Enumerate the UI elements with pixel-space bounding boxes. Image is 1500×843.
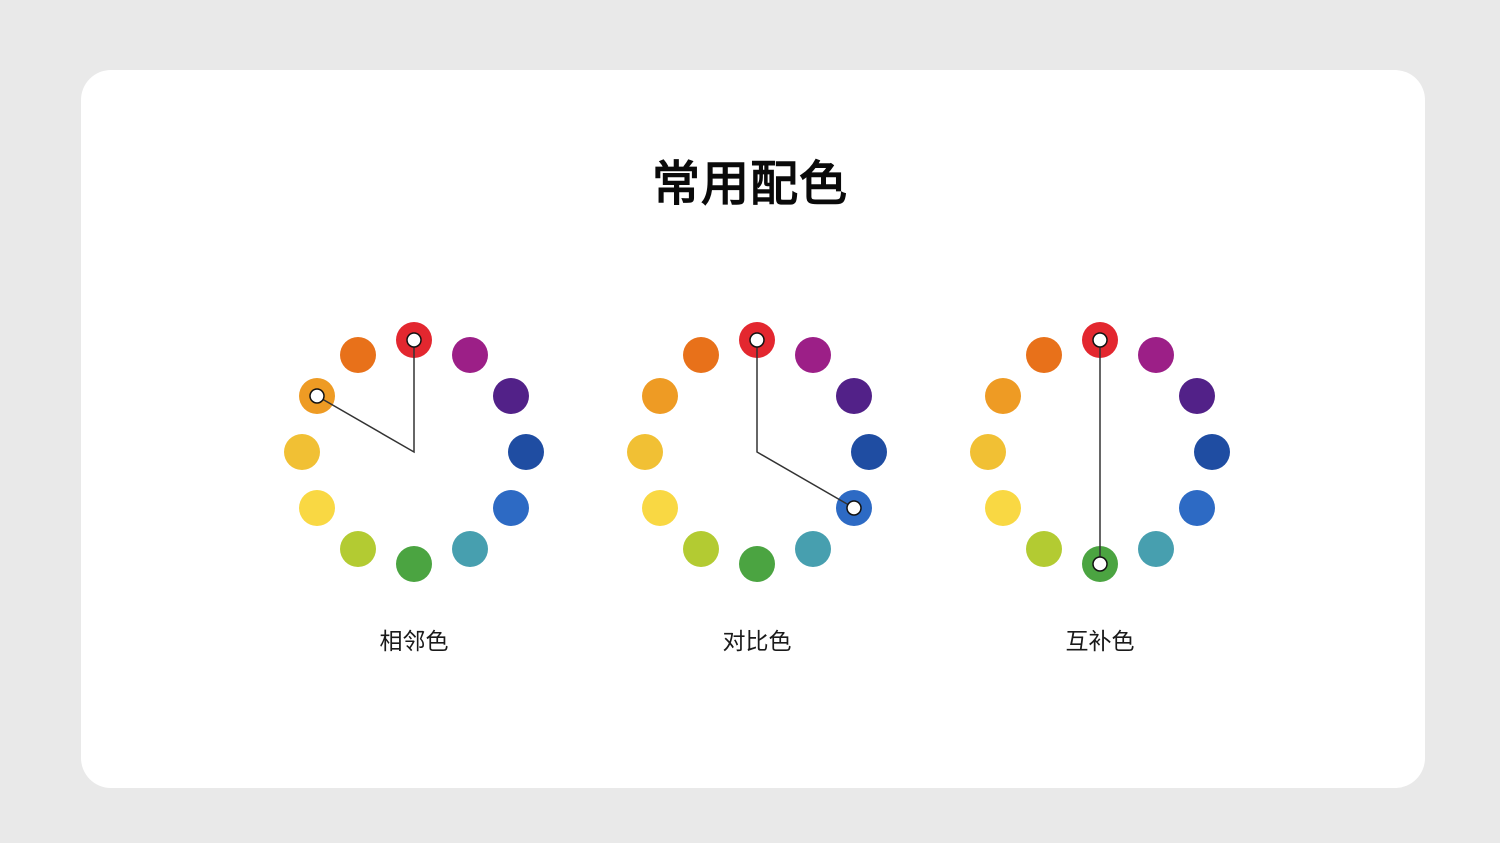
color-dot-teal (795, 530, 831, 567)
selected-marker-icon (749, 332, 765, 348)
color-dot-yellow-green (340, 530, 376, 567)
wheel-label-complementary: 互补色 (1065, 629, 1135, 655)
color-dot-orange (683, 337, 719, 374)
color-dot-yellow (299, 490, 336, 526)
selected-marker-icon (309, 388, 325, 404)
page-title: 常用配色 (651, 156, 848, 212)
color-dot-yellow (642, 490, 679, 526)
color-dot-purple (835, 378, 872, 414)
color-dot-orange (340, 337, 376, 374)
color-dot-purple (492, 378, 529, 414)
color-dot-magenta (795, 337, 831, 374)
color-dot-golden (627, 434, 663, 470)
color-dot-magenta (452, 337, 488, 374)
color-dot-dark-blue (851, 434, 887, 470)
connector-line (756, 340, 855, 509)
color-dot-teal (1138, 530, 1174, 567)
color-dot-dark-blue (508, 434, 544, 470)
color-dot-purple (1178, 378, 1215, 414)
color-wheel-complementary (960, 312, 1240, 592)
color-dot-green (396, 546, 432, 582)
wheel-label-contrast: 对比色 (722, 629, 792, 655)
color-dot-orange-yellow (642, 378, 679, 414)
selected-marker-icon (406, 332, 422, 348)
color-wheel-adjacent (274, 312, 554, 592)
color-dot-orange (1026, 337, 1062, 374)
color-dot-magenta (1138, 337, 1174, 374)
connector-line (316, 340, 415, 454)
color-dot-golden (284, 434, 320, 470)
color-dot-blue (492, 490, 529, 526)
color-wheel-contrast (617, 312, 897, 592)
wheel-label-adjacent: 相邻色 (379, 629, 449, 655)
selected-marker-icon (846, 500, 862, 516)
color-dot-golden (970, 434, 1006, 470)
color-dot-blue (1178, 490, 1215, 526)
selected-marker-icon (1092, 556, 1108, 572)
color-dot-yellow-green (1026, 530, 1062, 567)
content-card (81, 70, 1425, 788)
color-dot-green (739, 546, 775, 582)
color-dot-dark-blue (1194, 434, 1230, 470)
color-dot-teal (452, 530, 488, 567)
color-dot-yellow (985, 490, 1022, 526)
selected-marker-icon (1092, 332, 1108, 348)
color-dot-orange-yellow (985, 378, 1022, 414)
color-dot-yellow-green (683, 530, 719, 567)
